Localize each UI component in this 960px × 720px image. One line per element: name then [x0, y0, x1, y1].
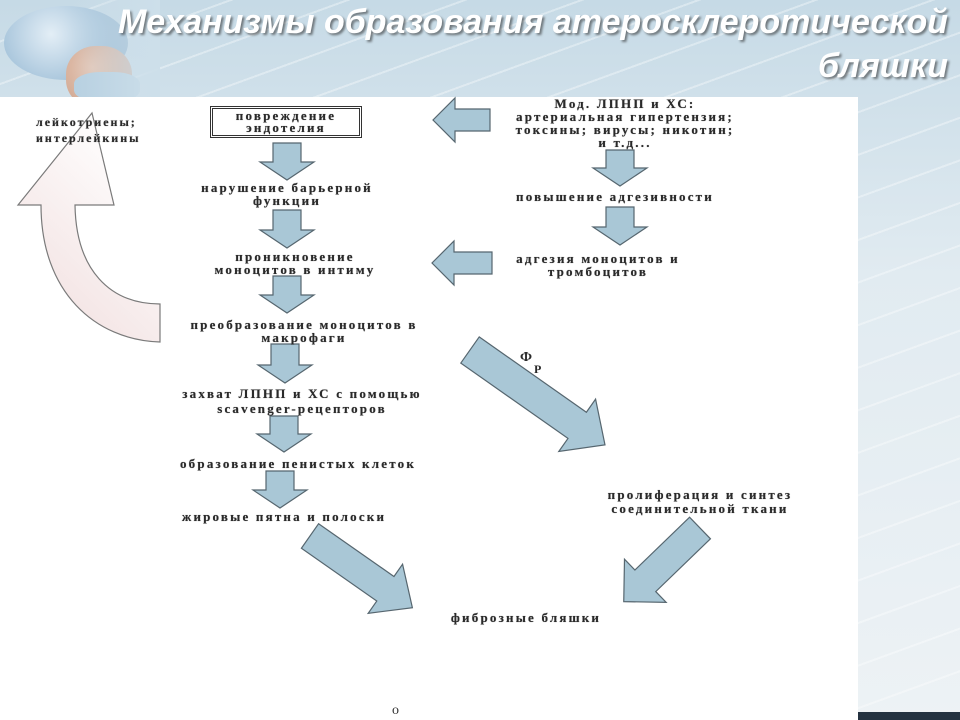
node-ldl-capture: захват ЛПНП и ХС с помощью scavenger-рец… [182, 386, 422, 416]
node-monocyte-platelet-adhesion: адгезия моноцитов и тромбоцитов [516, 251, 680, 279]
arrow-streaks-to-fibrous-plaques [300, 522, 414, 615]
node-endothelial-damage-label: повреждение эндотелия [235, 108, 337, 135]
node-barrier-dysfunction: нарушение барьерной функции [201, 180, 373, 208]
arrow-growth-factor-to-proliferation [459, 336, 606, 453]
feedback-loop-arrow [16, 111, 161, 343]
slide-title: Механизмы образования атеросклеротическо… [118, 0, 948, 88]
arrow-risk-factors-to-adhesiveness [591, 149, 649, 187]
label-growth-factor-subscript: Р [534, 362, 542, 376]
node-increased-adhesiveness: повышение адгезивности [516, 189, 714, 204]
arrow-proliferation-to-fibrous-plaques [623, 516, 712, 603]
bottom-bar [858, 712, 960, 720]
node-foam-cells: образование пенистых клеток [179, 456, 417, 471]
arrow-adhesiveness-to-adhesion [591, 206, 649, 246]
node-monocyte-penetration: проникновение моноцитов в интиму [214, 249, 376, 277]
node-fibrous-plaques: фиброзные бляшки [450, 610, 602, 625]
arrow-damage-to-barrier [258, 142, 316, 181]
slide-title-line-2: бляшки [817, 47, 948, 85]
label-growth-factor: Ф [520, 350, 533, 365]
footer-mark: о [392, 703, 399, 718]
arrow-capture-to-foam-cells [255, 415, 313, 453]
slide-title-line-1: Механизмы образования атеросклеротическо… [117, 3, 948, 41]
arrow-risk-factors-to-damage [432, 96, 491, 144]
node-endothelial-damage: повреждение эндотелия [210, 106, 362, 138]
arrow-macrophages-to-capture [256, 343, 314, 384]
node-proliferation-synthesis: пролиферация и синтез соединительной тка… [607, 487, 793, 516]
node-risk-factors: Мод. ЛПНП и ХС: артериальная гипертензия… [515, 96, 735, 150]
arrow-penetration-to-macrophages [258, 275, 316, 314]
node-fatty-streaks: жировые пятна и полоски [181, 509, 387, 524]
arrow-adhesion-to-penetration [431, 239, 493, 287]
photo-fade [0, 0, 160, 97]
arrow-barrier-to-penetration [258, 209, 316, 249]
node-macrophage-transformation: преобразование моноцитов в макрофаги [190, 317, 418, 345]
arrow-foam-cells-to-streaks [251, 470, 309, 509]
diagram-panel [0, 97, 858, 720]
surgeon-photo [0, 0, 160, 97]
label-leukotrienes-interleukins: лейкотриены; интерлейкины [36, 115, 141, 145]
